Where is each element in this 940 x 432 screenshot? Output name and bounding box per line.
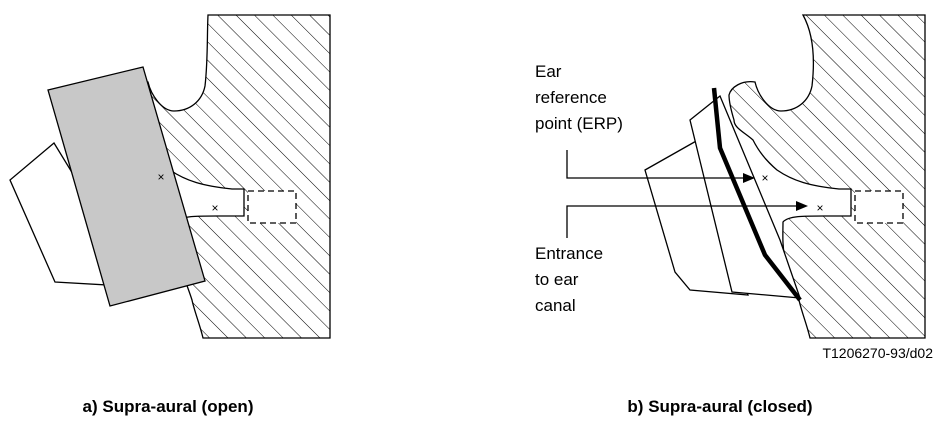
caption-a: a) Supra-aural (open) bbox=[83, 397, 254, 416]
figure-code: T1206270-93/d02 bbox=[822, 345, 933, 361]
cross-marker-a1: × bbox=[157, 170, 164, 184]
erp-arrow-head bbox=[743, 173, 755, 183]
entrance-label-line1: Entrance bbox=[535, 244, 603, 263]
ear-canal-dashed-b bbox=[854, 190, 904, 224]
cross-marker-b1: × bbox=[761, 171, 768, 185]
ear-canal-dashed-a bbox=[247, 190, 297, 224]
erp-label-line3: point (ERP) bbox=[535, 114, 623, 133]
erp-arrow-line bbox=[566, 150, 748, 179]
entrance-label-line3: canal bbox=[535, 296, 576, 315]
cross-marker-b2: × bbox=[816, 201, 823, 215]
earcup-contour-b bbox=[711, 87, 802, 302]
cross-marker-a2: × bbox=[211, 201, 218, 215]
entrance-arrow-line bbox=[566, 205, 800, 238]
caption-b: b) Supra-aural (closed) bbox=[627, 397, 812, 416]
entrance-label-line2: to ear bbox=[535, 270, 579, 289]
cushion-a bbox=[47, 66, 206, 307]
figure-a: × × a) Supra-aural (open) bbox=[9, 14, 331, 416]
figure-b: × × Ear reference point (ERP) Entrance t… bbox=[535, 14, 933, 416]
earphone-body-b bbox=[644, 139, 749, 296]
entrance-arrow-head bbox=[796, 201, 808, 211]
erp-label-line1: Ear bbox=[535, 62, 562, 81]
erp-label-line2: reference bbox=[535, 88, 607, 107]
cushion-b bbox=[689, 94, 801, 299]
